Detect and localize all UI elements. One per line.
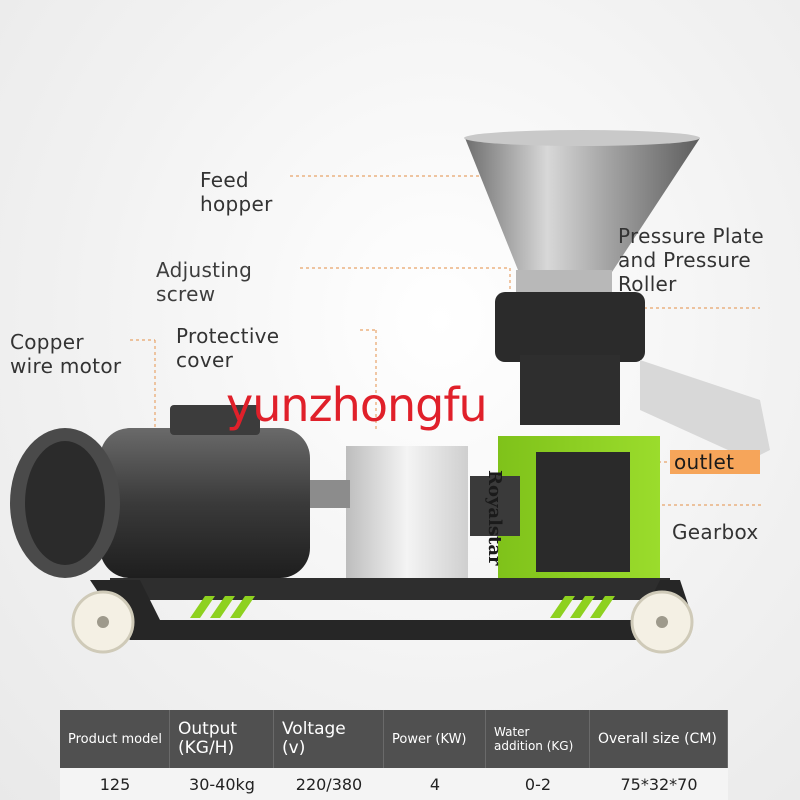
label-copper-wire-motor: Copper wire motor [10, 330, 122, 378]
cell-power: 4 [429, 774, 441, 794]
cell-model: 125 [99, 774, 131, 794]
leader-lines [130, 175, 764, 506]
header-water-addition: Water addition (KG) [486, 710, 590, 768]
outlet-chute [640, 360, 770, 460]
table-row: 125 30-40kg 220/380 4 0-2 75*32*70 [60, 768, 728, 800]
watermark: yunzhongfu [226, 378, 488, 432]
header-voltage: Voltage (v) [274, 710, 384, 768]
label-gearbox: Gearbox [672, 520, 759, 544]
spec-table: Product model Output (KG/H) Voltage (v) … [60, 710, 728, 800]
header-output: Output (KG/H) [170, 710, 274, 768]
header-power: Power (KW) [384, 710, 486, 768]
cell-voltage: 220/380 [295, 774, 363, 794]
label-feed-hopper: Feed hopper [200, 168, 273, 216]
header-product-model: Product model [60, 710, 170, 768]
cart-base [90, 580, 690, 640]
label-protective-cover: Protective cover [176, 324, 280, 372]
label-outlet: outlet [670, 450, 760, 474]
base-rail [110, 578, 670, 600]
copper-wire-motor [100, 428, 310, 578]
cell-size: 75*32*70 [620, 774, 698, 794]
green-stripes [190, 596, 615, 618]
feed-hopper [465, 138, 700, 275]
label-adjusting-screw: Adjusting screw [156, 258, 253, 306]
spec-table-header: Product model Output (KG/H) Voltage (v) … [60, 710, 728, 768]
cell-water: 0-2 [524, 774, 552, 794]
protective-cover [346, 446, 468, 586]
header-overall-size: Overall size (CM) [590, 710, 728, 768]
cell-output: 30-40kg [189, 774, 255, 794]
motor-junction-box [170, 405, 260, 435]
label-pressure-plate: Pressure Plate and Pressure Roller [618, 224, 764, 296]
brand-logo: Royalstar [484, 470, 505, 566]
pressure-roller-housing [495, 292, 645, 362]
